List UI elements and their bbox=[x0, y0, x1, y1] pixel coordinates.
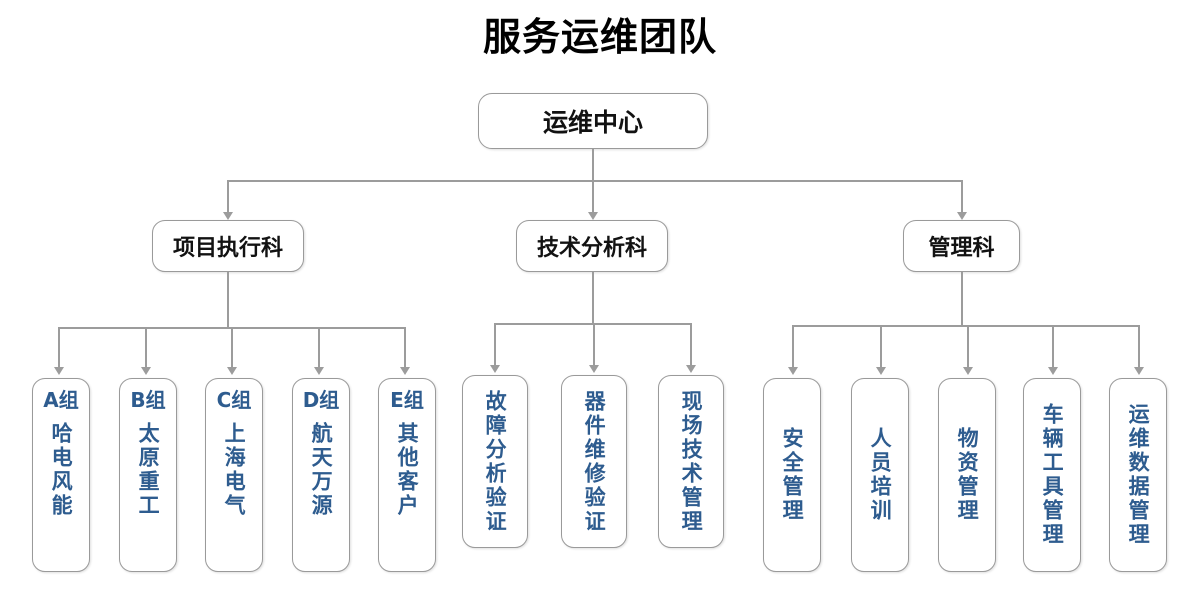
leaf-name: 物资管理 bbox=[955, 427, 980, 523]
arrowhead-g1-1 bbox=[54, 367, 64, 375]
arrowhead-g2-1 bbox=[490, 365, 500, 373]
arrowhead-g2-2 bbox=[589, 365, 599, 373]
node-leaf-group-b[interactable]: B组 太原重工 bbox=[119, 378, 177, 572]
connector-g3-bus bbox=[792, 325, 1138, 327]
node-dept-project-execution[interactable]: 项目执行科 bbox=[152, 220, 304, 272]
node-leaf-ops-data-management[interactable]: 运维数据管理 bbox=[1109, 378, 1167, 572]
connector-g1-drop-5 bbox=[404, 327, 406, 369]
leaf-code: E组 bbox=[390, 388, 424, 412]
node-dept-label: 技术分析科 bbox=[536, 236, 647, 261]
connector-g2-drop-1 bbox=[494, 323, 496, 367]
node-leaf-component-repair[interactable]: 器件维修验证 bbox=[561, 375, 627, 548]
arrowhead-g3-1 bbox=[788, 367, 798, 375]
leaf-name: 航天万源 bbox=[309, 422, 334, 518]
connector-root-trunk bbox=[592, 149, 594, 181]
leaf-name: 故障分析验证 bbox=[483, 389, 508, 534]
arrowhead-dept-3 bbox=[957, 212, 967, 220]
node-root[interactable]: 运维中心 bbox=[478, 93, 708, 149]
connector-g2-bus bbox=[494, 323, 691, 325]
node-leaf-group-e[interactable]: E组 其他客户 bbox=[378, 378, 436, 572]
connector-g3-drop-2 bbox=[880, 325, 882, 369]
connector-root-bus bbox=[227, 180, 962, 182]
leaf-name: 其他客户 bbox=[395, 422, 420, 518]
connector-g1-drop-2 bbox=[145, 327, 147, 369]
leaf-name: 安全管理 bbox=[780, 427, 805, 523]
node-leaf-group-a[interactable]: A组 哈电风能 bbox=[32, 378, 90, 572]
node-leaf-onsite-tech[interactable]: 现场技术管理 bbox=[658, 375, 724, 548]
connector-g2-drop-2 bbox=[593, 323, 595, 367]
connector-g3-drop-1 bbox=[792, 325, 794, 369]
leaf-code: C组 bbox=[216, 388, 252, 412]
arrowhead-g3-2 bbox=[876, 367, 886, 375]
leaf-name: 现场技术管理 bbox=[679, 389, 704, 534]
node-root-label: 运维中心 bbox=[542, 108, 643, 137]
leaf-name: 哈电风能 bbox=[49, 422, 74, 518]
node-dept-technical-analysis[interactable]: 技术分析科 bbox=[516, 220, 668, 272]
connector-g3-drop-4 bbox=[1052, 325, 1054, 369]
node-leaf-material-management[interactable]: 物资管理 bbox=[938, 378, 996, 572]
arrowhead-g3-4 bbox=[1048, 367, 1058, 375]
connector-g3-trunk bbox=[961, 272, 963, 326]
arrowhead-g1-4 bbox=[314, 367, 324, 375]
arrowhead-g2-3 bbox=[686, 365, 696, 373]
arrowhead-dept-2 bbox=[588, 212, 598, 220]
arrowhead-g1-5 bbox=[400, 367, 410, 375]
node-dept-label: 管理科 bbox=[928, 236, 995, 261]
node-dept-label: 项目执行科 bbox=[172, 236, 283, 261]
node-leaf-group-c[interactable]: C组 上海电气 bbox=[205, 378, 263, 572]
connector-g1-drop-4 bbox=[318, 327, 320, 369]
page-title: 服务运维团队 bbox=[482, 15, 717, 59]
arrowhead-g1-2 bbox=[141, 367, 151, 375]
node-leaf-staff-training[interactable]: 人员培训 bbox=[851, 378, 909, 572]
leaf-name: 太原重工 bbox=[136, 422, 161, 518]
node-leaf-group-d[interactable]: D组 航天万源 bbox=[292, 378, 350, 572]
leaf-code: B组 bbox=[130, 388, 166, 412]
connector-drop-dept-2 bbox=[592, 180, 594, 214]
node-leaf-safety-management[interactable]: 安全管理 bbox=[763, 378, 821, 572]
leaf-name: 人员培训 bbox=[868, 427, 893, 523]
leaf-code: A组 bbox=[43, 388, 79, 412]
connector-drop-dept-1 bbox=[227, 180, 229, 214]
leaf-name: 上海电气 bbox=[222, 422, 247, 518]
connector-g1-drop-1 bbox=[58, 327, 60, 369]
connector-g3-drop-5 bbox=[1138, 325, 1140, 369]
node-dept-management[interactable]: 管理科 bbox=[903, 220, 1020, 272]
leaf-name: 运维数据管理 bbox=[1126, 403, 1151, 547]
arrowhead-g3-3 bbox=[963, 367, 973, 375]
connector-g3-drop-3 bbox=[967, 325, 969, 369]
leaf-code: D组 bbox=[302, 388, 340, 412]
leaf-name: 器件维修验证 bbox=[582, 389, 607, 534]
arrowhead-g3-5 bbox=[1134, 367, 1144, 375]
connector-g1-drop-3 bbox=[231, 327, 233, 369]
node-leaf-fault-analysis[interactable]: 故障分析验证 bbox=[462, 375, 528, 548]
leaf-name: 车辆工具管理 bbox=[1040, 403, 1065, 547]
node-leaf-vehicle-tool-management[interactable]: 车辆工具管理 bbox=[1023, 378, 1081, 572]
arrowhead-g1-3 bbox=[227, 367, 237, 375]
connector-g1-trunk bbox=[227, 272, 229, 328]
connector-drop-dept-3 bbox=[961, 180, 963, 214]
connector-g2-trunk bbox=[592, 272, 594, 324]
arrowhead-dept-1 bbox=[223, 212, 233, 220]
connector-g2-drop-3 bbox=[690, 323, 692, 367]
